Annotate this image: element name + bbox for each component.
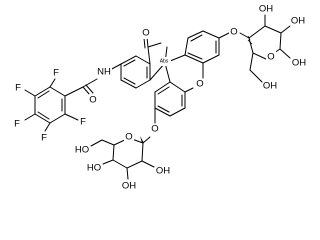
fluorine-label: F	[41, 133, 47, 144]
amide-oxygen-label: O	[89, 95, 96, 106]
sugar-top-hydroxyl: OH	[291, 16, 305, 27]
sugar-top-hydroxyl: OH	[292, 58, 306, 69]
sugar-bottom-hydroxyl: OH	[122, 181, 136, 192]
sugar-bottom-hydroxyl: OH	[156, 166, 170, 177]
carbonyl-oxygen-label: O	[142, 28, 149, 39]
fluorine-label: F	[80, 117, 86, 128]
glycoside-oxygen-bottom-label: O	[151, 124, 158, 135]
fluorine-label: F	[53, 68, 59, 79]
fluorine-label: F	[14, 119, 20, 130]
sugar-bottom-hydroxyl: HO	[87, 163, 101, 174]
sugar-top-ring-oxygen: O	[267, 52, 274, 63]
fluorine-label: F	[15, 83, 21, 94]
stereo-abs-tag: Abs	[160, 59, 169, 65]
stereo-bonds	[140, 35, 253, 143]
chemical-structure: O NH O Abs O O O F F F F F O OH OH OH OH…	[14, 4, 306, 192]
sugar-bottom-hydroxyl: HO	[75, 145, 89, 156]
bond-skeleton	[24, 14, 291, 180]
sugar-bottom-ring-oxygen: O	[125, 132, 132, 143]
sugar-top-hydroxyl: OH	[259, 4, 273, 15]
glycoside-oxygen-top-label: O	[230, 27, 237, 38]
amide-nh-label: NH	[97, 67, 111, 78]
xanthene-oxygen-label: O	[196, 79, 203, 90]
atom-labels: O NH O Abs O O O F F F F F O OH OH OH OH…	[14, 4, 306, 192]
sugar-top-hydroxyl: OH	[263, 81, 277, 92]
